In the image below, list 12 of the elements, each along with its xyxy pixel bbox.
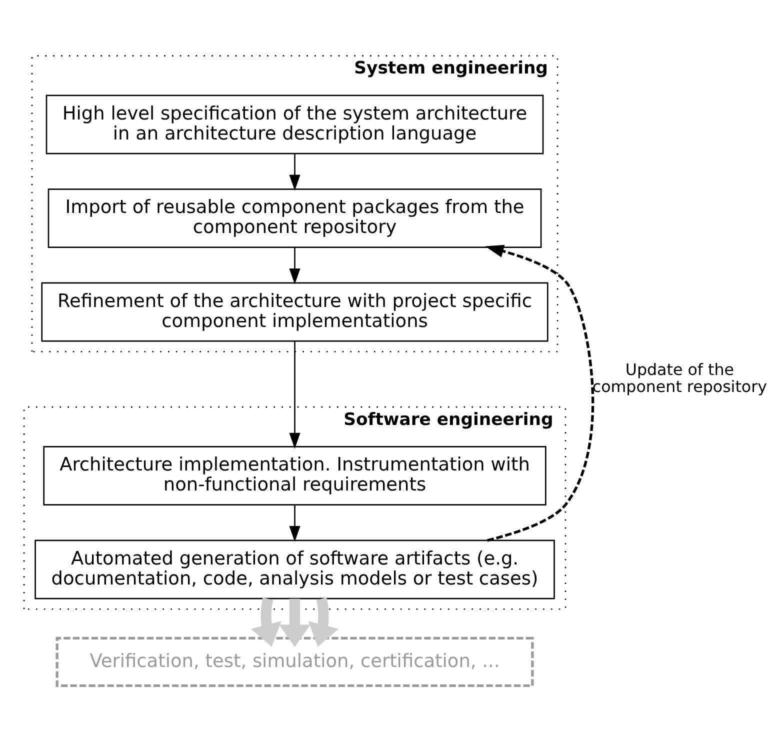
arrow bbox=[289, 154, 300, 191]
node-box: Architecture implementation. Instrumentation with non-functional requirements bbox=[43, 446, 546, 506]
edge-label: Update of the component repository bbox=[592, 360, 767, 396]
arrow bbox=[289, 247, 300, 284]
node-box: Import of reusable component packages from the component repository bbox=[48, 188, 542, 248]
node-box: Verification, test, simulation, certification, ... bbox=[56, 636, 534, 688]
arrow bbox=[289, 504, 300, 542]
node-box: High level specification of the system architecture in an architecture description language bbox=[46, 94, 544, 154]
node-box: Automated generation of software artifacts (e.g. documentation, code, analysis models or test cases) bbox=[34, 540, 555, 600]
arrow bbox=[485, 244, 594, 542]
node-box: Refinement of the architecture with project specific component implementations bbox=[41, 282, 548, 342]
arrow bbox=[289, 341, 300, 449]
